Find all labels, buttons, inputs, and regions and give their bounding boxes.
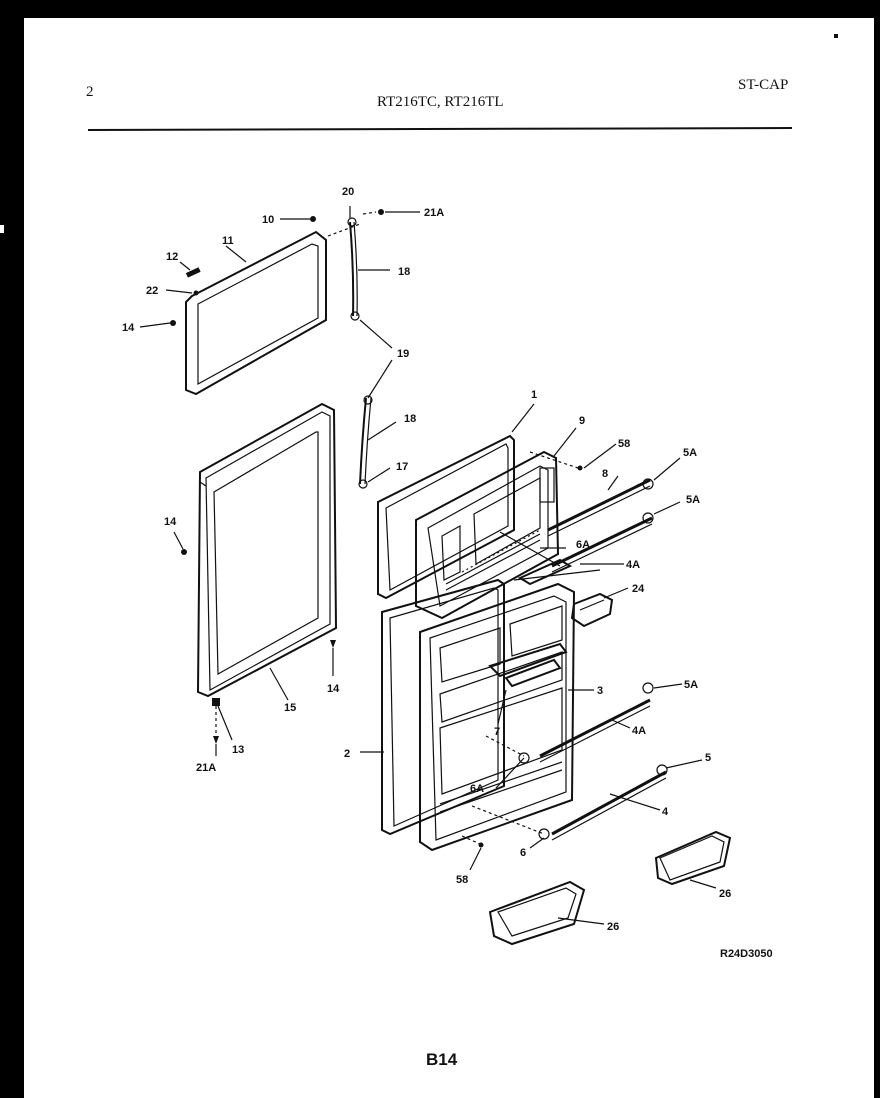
callout-14-a: 14 (122, 322, 135, 334)
callout-13: 13 (232, 744, 244, 756)
model-numbers: RT216TC, RT216TL (377, 94, 504, 110)
callout-21a-bottom: 21A (196, 762, 216, 774)
callout-14-c: 14 (327, 683, 340, 695)
callout-20: 20 (342, 186, 354, 198)
section-code: ST-CAP (738, 77, 789, 93)
callout-5a-1: 5A (683, 447, 697, 459)
freezer-door-rails (499, 403, 681, 586)
callout-11: 11 (222, 235, 234, 247)
page-number: 2 (86, 84, 94, 100)
fresh-food-door-rails (360, 682, 703, 871)
callout-4: 4 (662, 806, 669, 818)
callout-8: 8 (602, 468, 608, 480)
callout-6a-1: 6A (576, 539, 590, 551)
fresh-food-door (196, 402, 338, 698)
callout-12: 12 (166, 251, 178, 263)
callout-4a-1: 4A (626, 559, 640, 571)
drawing-number: R24D3050 (720, 948, 773, 960)
callout-2: 2 (344, 748, 350, 760)
callout-1: 1 (531, 389, 537, 401)
callout-17: 17 (396, 461, 408, 473)
fresh-food-liner (419, 582, 576, 852)
freezer-gasket (377, 434, 515, 600)
callout-6a-2: 6A (470, 783, 484, 795)
callout-labels: 10 21A 20 11 12 22 14 18 19 18 17 14 14 … (122, 186, 731, 933)
callout-22: 22 (146, 285, 158, 297)
callout-18-a: 18 (398, 266, 410, 278)
scan-dot (834, 34, 838, 38)
freezer-door (185, 230, 327, 396)
header-rule (87, 127, 793, 131)
callout-15: 15 (284, 702, 296, 714)
callout-24: 24 (632, 583, 645, 595)
freezer-liner (415, 450, 560, 620)
fresh-food-handle (358, 395, 397, 489)
door-bin-right (654, 830, 732, 889)
freezer-door-hardware (139, 216, 316, 328)
callout-4a-2: 4A (632, 725, 646, 737)
callout-58-bottom: 58 (456, 874, 468, 886)
callout-26-a: 26 (719, 888, 731, 900)
scan-mark (0, 225, 4, 233)
callout-5a-2: 5A (686, 494, 700, 506)
freezer-handle (327, 206, 420, 399)
callout-19: 19 (397, 348, 409, 360)
callout-7: 7 (494, 726, 500, 738)
door-stop-bracket (570, 587, 629, 628)
callout-3: 3 (597, 685, 603, 697)
fresh-food-door-hardware (173, 531, 336, 756)
callout-9: 9 (579, 415, 585, 427)
callout-21a-top: 21A (424, 207, 444, 219)
door-bin-left (488, 880, 605, 946)
callout-10: 10 (262, 214, 274, 226)
callout-14-b: 14 (164, 516, 177, 528)
callout-5a-3: 5A (684, 679, 698, 691)
callout-26-b: 26 (607, 921, 619, 933)
callout-5: 5 (705, 752, 711, 764)
callout-58-top: 58 (618, 438, 630, 450)
fresh-food-gasket (381, 578, 505, 836)
callout-6: 6 (520, 847, 526, 859)
callout-18-b: 18 (404, 413, 416, 425)
page-footer-code: B14 (426, 1050, 458, 1069)
